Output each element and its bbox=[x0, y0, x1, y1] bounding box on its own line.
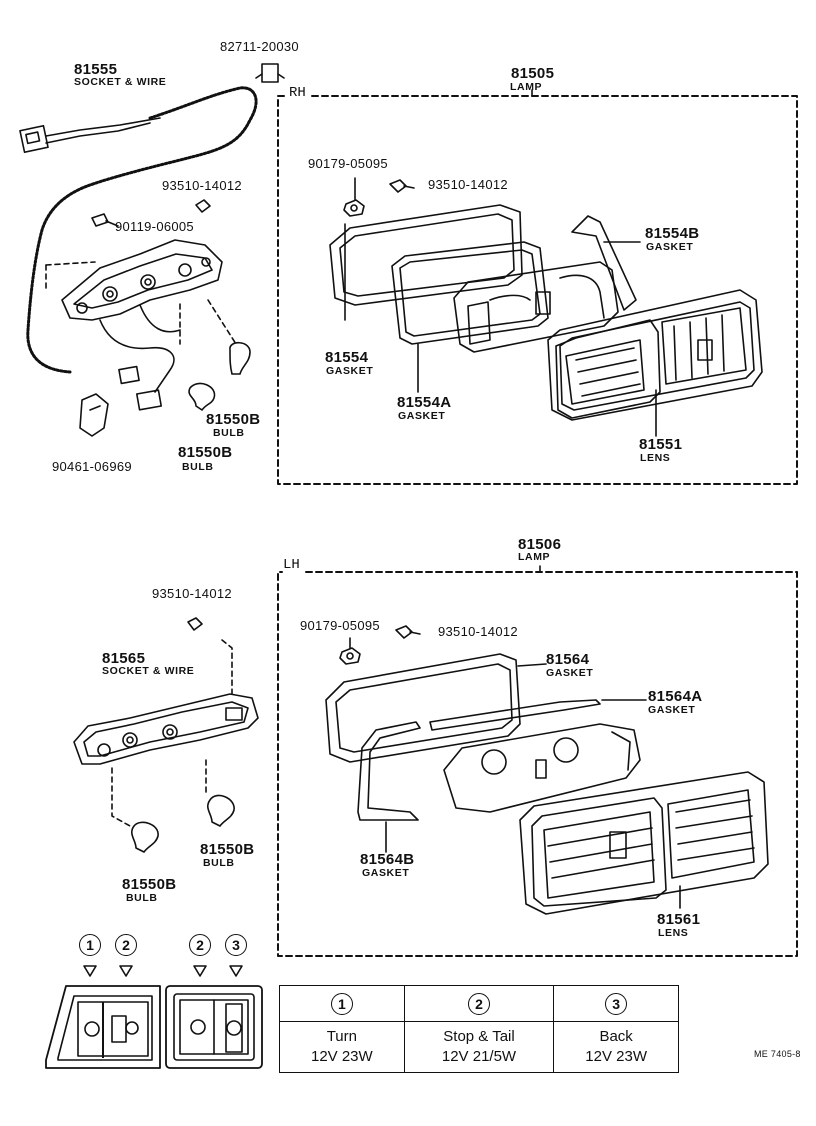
part-number-81564b: 81564B bbox=[360, 851, 415, 868]
part-number-81550b-rh-1: 81550B bbox=[206, 411, 261, 428]
position-marker-2-right: 2 bbox=[189, 934, 211, 956]
part-number-90179-lh: 90179-05095 bbox=[300, 618, 380, 633]
part-desc-81555: SOCKET & WIRE bbox=[74, 76, 167, 88]
socket-wire-81555-drawing bbox=[19, 63, 285, 437]
bulb-table-cell-2: Stop & Tail 12V 21/5W bbox=[403, 1021, 555, 1073]
part-desc-81561: LENS bbox=[658, 927, 689, 939]
part-number-81564: 81564 bbox=[546, 651, 590, 668]
part-number-93510-lh: 93510-14012 bbox=[438, 624, 518, 639]
bulb-table-header-3: 3 bbox=[553, 985, 679, 1022]
bulb-function-1: Turn bbox=[326, 1028, 357, 1045]
part-desc-81550b-lh-2: BULB bbox=[126, 892, 158, 904]
lens-position-diagram bbox=[45, 965, 263, 1069]
bulb-spec-3: 12V 23W bbox=[585, 1048, 647, 1065]
lh-assembly-frame bbox=[277, 565, 798, 957]
part-number-81505: 81505 bbox=[511, 65, 555, 82]
part-desc-81564a: GASKET bbox=[648, 704, 696, 716]
part-number-82711: 82711-20030 bbox=[220, 39, 299, 54]
bulb-table-header-row: 1 2 3 bbox=[279, 985, 679, 1022]
position-marker-2-left: 2 bbox=[115, 934, 137, 956]
part-desc-81505: LAMP bbox=[510, 81, 543, 93]
lh-lamp-drawing bbox=[325, 625, 769, 915]
bulb-spec-2: 12V 21/5W bbox=[441, 1048, 517, 1065]
part-number-81564a: 81564A bbox=[648, 688, 703, 705]
rh-side-label: RH bbox=[289, 85, 306, 101]
part-number-81565: 81565 bbox=[102, 650, 146, 667]
part-desc-81564: GASKET bbox=[546, 667, 594, 679]
rh-assembly-frame bbox=[277, 89, 798, 485]
table-circle-3: 3 bbox=[605, 992, 628, 1015]
part-number-93510-top: 93510-14012 bbox=[162, 178, 242, 193]
bulb-spec-table: 1 2 3 Turn 12V 23W Stop & Tail 12V 21/5W… bbox=[279, 985, 679, 1073]
part-desc-81565: SOCKET & WIRE bbox=[102, 665, 195, 677]
bulb-table-cell-1: Turn 12V 23W bbox=[279, 1021, 405, 1073]
position-marker-3: 3 bbox=[225, 934, 247, 956]
part-number-93510-lh-socket: 93510-14012 bbox=[152, 586, 232, 601]
part-desc-81564b: GASKET bbox=[362, 867, 410, 879]
lh-side-label: LH bbox=[283, 557, 300, 573]
part-number-81554a: 81554A bbox=[397, 394, 452, 411]
part-desc-81551: LENS bbox=[640, 452, 671, 464]
bulb-table-cell-3: Back 12V 23W bbox=[553, 1021, 679, 1073]
part-desc-81550b-lh-1: BULB bbox=[203, 857, 235, 869]
part-number-81550b-lh-1: 81550B bbox=[200, 841, 255, 858]
part-desc-81554a: GASKET bbox=[398, 410, 446, 422]
bulb-function-3: Back bbox=[599, 1028, 633, 1045]
part-desc-81550b-rh-2: BULB bbox=[182, 461, 214, 473]
part-number-81554: 81554 bbox=[325, 349, 369, 366]
position-marker-1: 1 bbox=[79, 934, 101, 956]
part-number-81550b-lh-2: 81550B bbox=[122, 876, 177, 893]
part-number-93510-rh: 93510-14012 bbox=[428, 177, 508, 192]
bulb-table-header-2: 2 bbox=[403, 985, 555, 1022]
bulb-spec-1: 12V 23W bbox=[310, 1048, 373, 1065]
part-number-81561: 81561 bbox=[657, 911, 701, 928]
table-circle-2: 2 bbox=[467, 992, 490, 1015]
part-number-81551: 81551 bbox=[639, 436, 683, 453]
part-desc-81554b: GASKET bbox=[646, 241, 694, 253]
part-desc-81554: GASKET bbox=[326, 365, 374, 377]
bulb-table-body-row: Turn 12V 23W Stop & Tail 12V 21/5W Back … bbox=[279, 1021, 679, 1073]
part-number-81555: 81555 bbox=[74, 61, 118, 78]
part-number-81550b-rh-2: 81550B bbox=[178, 444, 233, 461]
rh-lamp-drawing bbox=[329, 177, 763, 437]
part-number-90461: 90461-06969 bbox=[52, 459, 132, 474]
bulb-function-2: Stop & Tail bbox=[443, 1028, 515, 1045]
part-desc-81550b-rh-1: BULB bbox=[213, 427, 245, 439]
part-number-90179-rh: 90179-05095 bbox=[308, 156, 388, 171]
socket-wire-81565-drawing bbox=[73, 617, 259, 853]
bulb-table-header-1: 1 bbox=[279, 985, 405, 1022]
part-desc-81506: LAMP bbox=[518, 551, 551, 563]
table-circle-1: 1 bbox=[330, 992, 353, 1015]
part-number-90119: 90119-06005 bbox=[115, 219, 194, 234]
part-number-81554b: 81554B bbox=[645, 225, 700, 242]
drawing-code: ME 7405-8 bbox=[754, 1049, 801, 1059]
part-number-81506: 81506 bbox=[518, 536, 562, 553]
